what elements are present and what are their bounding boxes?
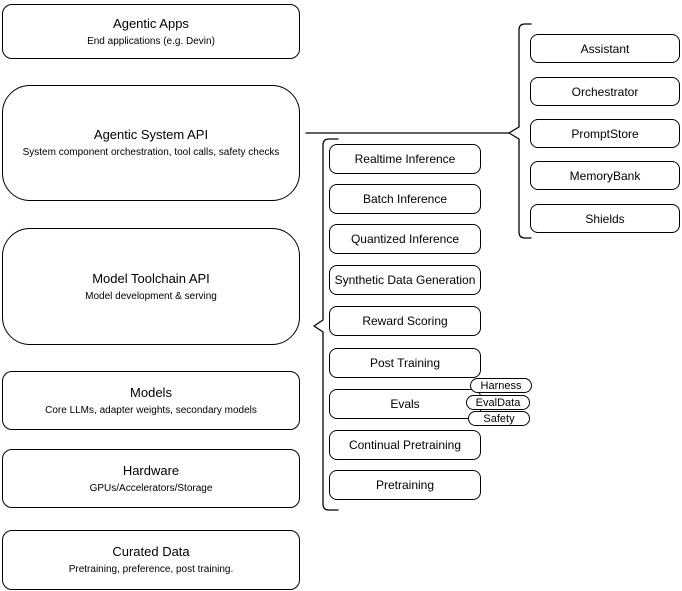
node-title: Model Toolchain API bbox=[92, 270, 210, 286]
node-hardware: Hardware GPUs/Accelerators/Storage bbox=[2, 449, 300, 508]
node-label: Evals bbox=[390, 397, 420, 411]
node-continual-pretraining: Continual Pretraining bbox=[329, 430, 481, 460]
node-subtitle: Core LLMs, adapter weights, secondary mo… bbox=[45, 404, 257, 416]
node-label: MemoryBank bbox=[569, 168, 641, 183]
node-subtitle: End applications (e.g. Devin) bbox=[87, 35, 215, 47]
node-label: Post Training bbox=[369, 356, 441, 370]
node-label: Reward Scoring bbox=[362, 314, 448, 328]
pill-label: EvalData bbox=[475, 396, 521, 409]
node-curated-data: Curated Data Pretraining, preference, po… bbox=[2, 530, 300, 590]
node-subtitle: System component orchestration, tool cal… bbox=[22, 147, 280, 158]
node-subtitle: Model development & serving bbox=[85, 290, 217, 302]
node-title: Agentic Apps bbox=[113, 15, 189, 31]
pill-label: Safety bbox=[483, 412, 515, 425]
node-label: Assistant bbox=[580, 41, 630, 56]
node-title: Models bbox=[130, 384, 172, 400]
node-model-toolchain-api: Model Toolchain API Model development & … bbox=[2, 228, 300, 345]
node-pretraining: Pretraining bbox=[329, 470, 481, 500]
node-title: Curated Data bbox=[112, 544, 190, 559]
node-synthetic-data-generation: Synthetic Data Generation bbox=[329, 265, 481, 295]
node-label: Realtime Inference bbox=[354, 152, 456, 166]
node-label: Continual Pretraining bbox=[348, 438, 462, 452]
node-memorybank: MemoryBank bbox=[530, 161, 680, 190]
toolchain-stack-brace bbox=[313, 138, 339, 511]
node-title: Hardware bbox=[122, 462, 180, 478]
node-title: Agentic System API bbox=[93, 127, 209, 142]
node-agentic-system-api: Agentic System API System component orch… bbox=[2, 85, 300, 201]
node-agentic-apps: Agentic Apps End applications (e.g. Devi… bbox=[2, 4, 300, 59]
node-evals: Evals bbox=[329, 389, 481, 419]
node-label: Quantized Inference bbox=[350, 232, 460, 246]
node-models: Models Core LLMs, adapter weights, secon… bbox=[2, 371, 300, 430]
system-stack-brace bbox=[508, 23, 532, 239]
node-promptstore: PromptStore bbox=[530, 119, 680, 148]
pill-label: Harness bbox=[480, 379, 522, 392]
node-label: Orchestrator bbox=[571, 84, 639, 99]
node-reward-scoring: Reward Scoring bbox=[329, 306, 481, 336]
node-label: Pretraining bbox=[375, 478, 435, 492]
node-label: PromptStore bbox=[571, 126, 639, 141]
node-assistant: Assistant bbox=[530, 34, 680, 63]
node-label: Batch Inference bbox=[362, 192, 448, 206]
node-quantized-inference: Quantized Inference bbox=[329, 224, 481, 254]
node-shields: Shields bbox=[530, 204, 680, 233]
node-orchestrator: Orchestrator bbox=[530, 77, 680, 106]
node-label: Synthetic Data Generation bbox=[334, 273, 476, 287]
pill-harness: Harness bbox=[470, 378, 532, 393]
pill-evaldata: EvalData bbox=[466, 395, 530, 410]
node-subtitle: Pretraining, preference, post training. bbox=[68, 564, 234, 575]
node-batch-inference: Batch Inference bbox=[329, 184, 481, 214]
node-post-training: Post Training bbox=[329, 348, 481, 378]
node-subtitle: GPUs/Accelerators/Storage bbox=[89, 482, 213, 494]
node-realtime-inference: Realtime Inference bbox=[329, 144, 481, 174]
node-label: Shields bbox=[585, 211, 625, 226]
pill-safety: Safety bbox=[468, 411, 530, 426]
